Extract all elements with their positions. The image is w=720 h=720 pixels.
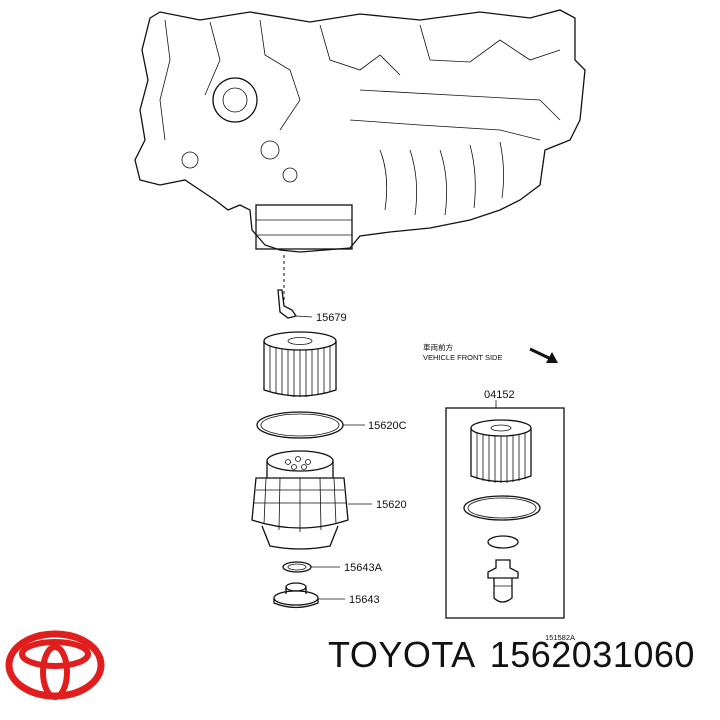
kit-box — [445, 407, 565, 619]
direction-arrow-icon — [529, 347, 558, 363]
gasket-ring-part — [256, 411, 365, 439]
callout-15620: 15620 — [376, 499, 407, 511]
direction-english: VEHICLE FRONT SIDE — [423, 353, 502, 362]
oil-filter-element — [263, 331, 337, 397]
drain-ring-part — [282, 561, 340, 573]
callout-15643: 15643 — [349, 594, 380, 606]
drain-plug-part — [273, 582, 345, 609]
figure-code: 151582A — [545, 633, 575, 642]
toyota-logo-icon — [5, 630, 105, 700]
brand-name: TOYOTA — [328, 634, 476, 675]
bracket-part — [277, 289, 313, 319]
part-number: 1562031060 — [489, 634, 695, 675]
callout-15679: 15679 — [316, 312, 347, 324]
callout-15643A: 15643A — [344, 562, 383, 574]
direction-japanese: 車両前方 — [423, 342, 453, 352]
filter-cap-part — [251, 450, 372, 550]
brand-caption: TOYOTA 1562031060 — [328, 634, 709, 676]
callout-15620C: 15620C — [368, 420, 407, 432]
engine-block — [134, 9, 586, 253]
callout-04152: 04152 — [484, 389, 515, 401]
